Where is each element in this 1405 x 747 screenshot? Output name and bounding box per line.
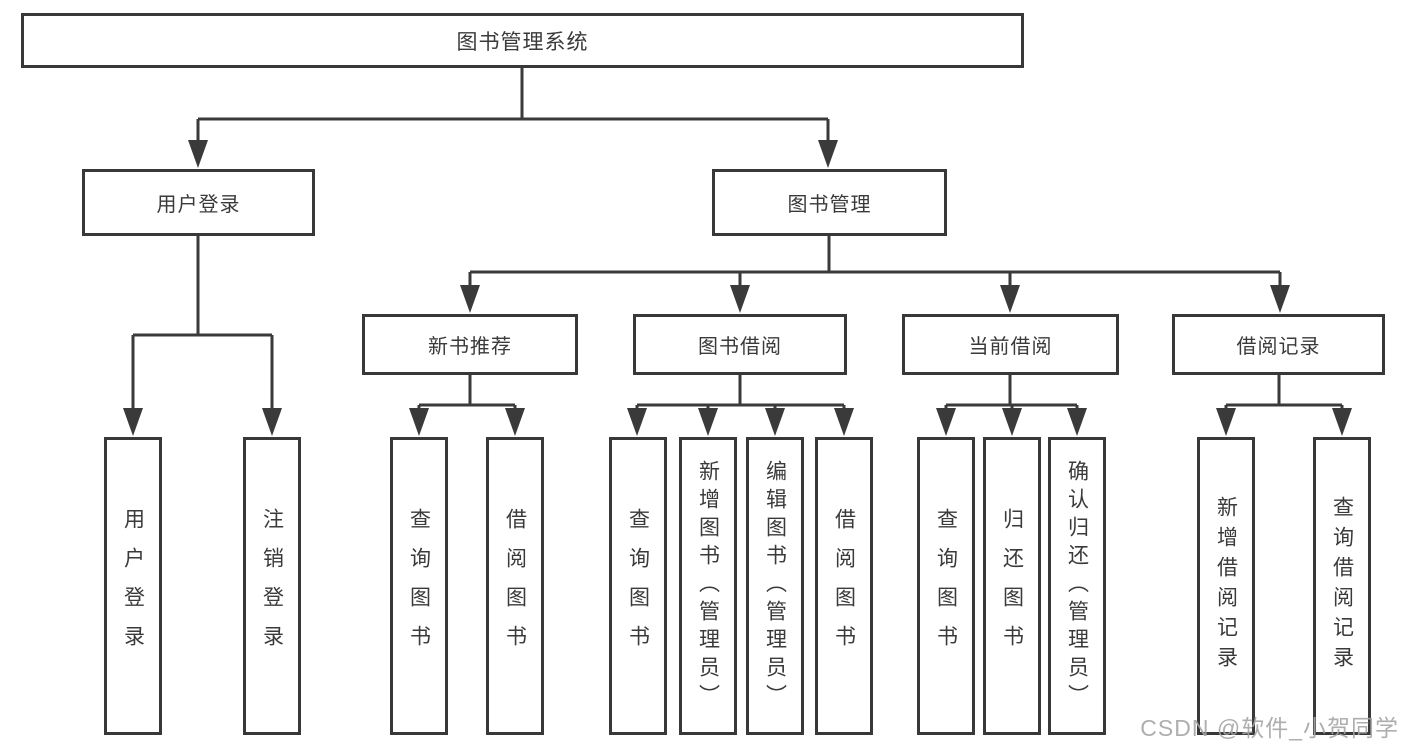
leaf-query-books-recommend: 查询图书 [390, 437, 448, 735]
leaf-borrow-books-recommend: 借阅图书 [486, 437, 544, 735]
leaf-user-login-label: 用户登录 [121, 508, 145, 664]
node-book-management-label: 图书管理 [787, 194, 872, 216]
node-current-borrow: 当前借阅 [902, 314, 1119, 375]
leaf-user-login: 用户登录 [104, 437, 162, 735]
node-user-login: 用户登录 [82, 169, 315, 236]
leaf-return-books-label: 归还图书 [1000, 508, 1024, 664]
leaf-query-borrow-record-label: 查询借阅记录 [1330, 496, 1354, 676]
leaf-confirm-return-admin-label: 确认归还（管理员） [1065, 460, 1089, 712]
leaf-logout: 注销登录 [243, 437, 301, 735]
node-book-borrow-label: 图书借阅 [698, 336, 782, 358]
leaf-query-books-current: 查询图书 [917, 437, 975, 735]
node-book-borrow: 图书借阅 [633, 314, 847, 375]
node-borrow-records-label: 借阅记录 [1236, 336, 1321, 358]
node-current-borrow-label: 当前借阅 [968, 336, 1053, 358]
leaf-query-books-current-label: 查询图书 [934, 508, 958, 664]
leaf-query-books-borrow-label: 查询图书 [626, 508, 650, 664]
leaf-add-books-admin: 新增图书（管理员） [679, 437, 737, 735]
leaf-borrow-books-recommend-label: 借阅图书 [503, 508, 527, 664]
node-user-login-label: 用户登录 [156, 194, 241, 216]
csdn-watermark: CSDN @软件_小贺同学 [1140, 715, 1399, 741]
leaf-query-books-recommend-label: 查询图书 [407, 508, 431, 664]
leaf-logout-label: 注销登录 [260, 508, 284, 664]
leaf-confirm-return-admin: 确认归还（管理员） [1048, 437, 1106, 735]
node-book-management: 图书管理 [712, 169, 947, 236]
leaf-borrow-books-label: 借阅图书 [832, 508, 856, 664]
leaf-add-borrow-record: 新增借阅记录 [1197, 437, 1255, 735]
leaf-add-borrow-record-label: 新增借阅记录 [1214, 496, 1238, 676]
leaf-query-books-borrow: 查询图书 [609, 437, 667, 735]
node-borrow-records: 借阅记录 [1172, 314, 1385, 375]
leaf-add-books-admin-label: 新增图书（管理员） [696, 460, 720, 712]
leaf-return-books: 归还图书 [983, 437, 1041, 735]
leaf-borrow-books: 借阅图书 [815, 437, 873, 735]
leaf-edit-books-admin-label: 编辑图书（管理员） [763, 460, 787, 712]
node-new-book-recommend-label: 新书推荐 [428, 336, 512, 358]
node-root-label: 图书管理系统 [456, 30, 589, 54]
node-new-book-recommend: 新书推荐 [362, 314, 578, 375]
leaf-edit-books-admin: 编辑图书（管理员） [746, 437, 804, 735]
node-root-system: 图书管理系统 [21, 13, 1024, 68]
leaf-query-borrow-record: 查询借阅记录 [1313, 437, 1371, 735]
arrowheads [123, 140, 1352, 436]
